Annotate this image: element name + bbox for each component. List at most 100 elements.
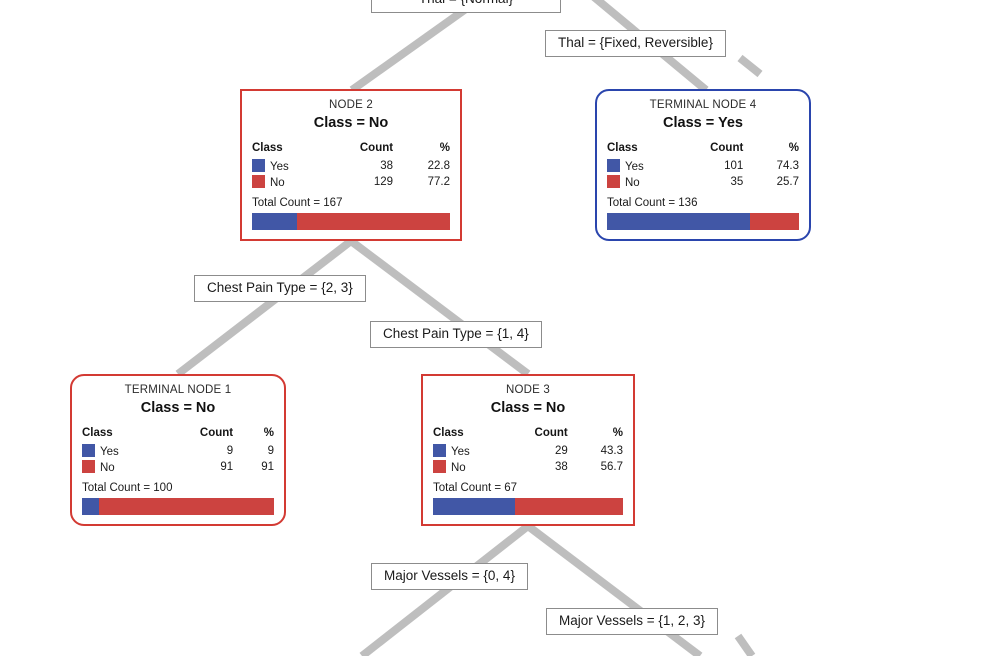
header-percent: % (439, 142, 450, 155)
table-row: Yes 38 22.8 (252, 158, 450, 174)
table-header-row: Class Count % (252, 142, 450, 158)
node-distribution-table: Class Count % Yes 29 43.3 No 38 56.7 (433, 427, 623, 475)
row-label: No (270, 177, 285, 190)
row-percent: 43.3 (600, 445, 623, 458)
node-distribution-table: Class Count % Yes 101 74.3 No 35 25.7 (607, 142, 799, 190)
node-card-terminal-node1[interactable]: TERMINAL NODE 1 Class = No Class Count %… (70, 374, 286, 526)
row-label: Yes (625, 161, 644, 174)
bar-segment-yes (82, 498, 100, 516)
node-total-count: Total Count = 136 (607, 197, 698, 210)
node-total-count: Total Count = 100 (82, 482, 173, 495)
header-class: Class (607, 142, 638, 155)
swatch-yes-icon (82, 444, 95, 458)
header-count: Count (359, 142, 394, 155)
bar-segment-no (99, 498, 274, 516)
swatch-no-icon (607, 175, 620, 189)
node-title: NODE 3 (505, 384, 551, 396)
node-distribution-bar (252, 213, 450, 231)
node-total-count: Total Count = 67 (433, 482, 518, 495)
swatch-yes-icon (252, 159, 265, 173)
edge-label-chest-pain-right[interactable]: Chest Pain Type = {1, 4} (370, 321, 542, 349)
row-count: 35 (730, 176, 744, 189)
bar-segment-yes (252, 213, 298, 231)
row-count: 9 (226, 445, 234, 458)
edge-root-to-node2 (349, 2, 473, 94)
node-card-node3[interactable]: NODE 3 Class = No Class Count % Yes 29 4… (421, 374, 635, 526)
table-row: Yes 9 9 (82, 443, 274, 459)
table-header-row: Class Count % (607, 142, 799, 158)
header-count: Count (199, 427, 234, 440)
header-class: Class (252, 142, 283, 155)
bar-segment-no (297, 213, 450, 231)
node-class-label: Class = Yes (663, 115, 743, 132)
row-percent: 74.3 (776, 160, 799, 173)
swatch-no-icon (82, 460, 95, 474)
node-distribution-table: Class Count % Yes 38 22.8 No 129 77.2 (252, 142, 450, 190)
table-header-row: Class Count % (433, 427, 623, 443)
node-distribution-bar (82, 498, 274, 516)
node-class-label: Class = No (140, 400, 216, 417)
node-class-label: Class = No (490, 400, 566, 417)
row-count: 101 (724, 160, 744, 173)
node-card-terminal-node4[interactable]: TERMINAL NODE 4 Class = Yes Class Count … (595, 89, 811, 241)
row-percent: 25.7 (776, 176, 799, 189)
edge-root-right-lower (737, 54, 763, 78)
node-title: NODE 2 (328, 99, 374, 111)
node-class-label: Class = No (313, 115, 389, 132)
node-title: TERMINAL NODE 4 (649, 99, 757, 111)
bar-segment-yes (433, 498, 516, 516)
node-card-node2[interactable]: NODE 2 Class = No Class Count % Yes 38 2… (240, 89, 462, 241)
header-percent: % (612, 427, 623, 440)
header-percent: % (263, 427, 274, 440)
row-label: Yes (451, 446, 470, 459)
edge-label-major-vessels-right[interactable]: Major Vessels = {1, 2, 3} (546, 608, 718, 636)
swatch-no-icon (252, 175, 265, 189)
table-row: No 38 56.7 (433, 459, 623, 475)
row-percent: 9 (267, 445, 274, 458)
swatch-yes-icon (607, 159, 620, 173)
bar-segment-no (749, 213, 799, 231)
edge-label-root-left[interactable]: Thal = {Normal} (371, 0, 561, 14)
table-header-row: Class Count % (82, 427, 274, 443)
edge-node3-to-right-child (525, 522, 703, 656)
row-label: Yes (100, 446, 119, 459)
header-class: Class (82, 427, 113, 440)
swatch-no-icon (433, 460, 446, 474)
header-count: Count (710, 142, 744, 155)
table-row: No 35 25.7 (607, 174, 799, 190)
swatch-yes-icon (433, 444, 446, 458)
row-label: No (100, 462, 115, 475)
edge-node3-right-lower (734, 633, 756, 656)
row-label: Yes (270, 161, 289, 174)
header-count: Count (534, 427, 568, 440)
table-row: No 91 91 (82, 459, 274, 475)
node-total-count: Total Count = 167 (252, 197, 343, 210)
edge-label-root-right[interactable]: Thal = {Fixed, Reversible} (545, 30, 726, 58)
row-count: 38 (554, 461, 568, 474)
row-count: 29 (554, 445, 568, 458)
row-percent: 22.8 (427, 160, 450, 173)
header-percent: % (788, 142, 799, 155)
row-count: 129 (373, 176, 394, 189)
row-count: 91 (220, 461, 234, 474)
row-label: No (625, 177, 640, 190)
edge-label-chest-pain-left[interactable]: Chest Pain Type = {2, 3} (194, 275, 366, 303)
header-class: Class (433, 427, 464, 440)
row-count: 38 (380, 160, 394, 173)
bar-segment-no (515, 498, 623, 516)
table-row: Yes 29 43.3 (433, 443, 623, 459)
node-distribution-bar (433, 498, 623, 516)
row-percent: 77.2 (427, 176, 450, 189)
row-percent: 91 (261, 461, 274, 474)
edge-node3-to-left-child (359, 522, 531, 656)
bar-segment-yes (607, 213, 750, 231)
edge-label-major-vessels-left[interactable]: Major Vessels = {0, 4} (371, 563, 528, 591)
row-percent: 56.7 (600, 461, 623, 474)
row-label: No (451, 462, 466, 475)
node-title: TERMINAL NODE 1 (124, 384, 232, 396)
table-row: Yes 101 74.3 (607, 158, 799, 174)
edge-node2-to-node1 (175, 237, 354, 378)
edge-node2-to-node3 (348, 237, 531, 378)
